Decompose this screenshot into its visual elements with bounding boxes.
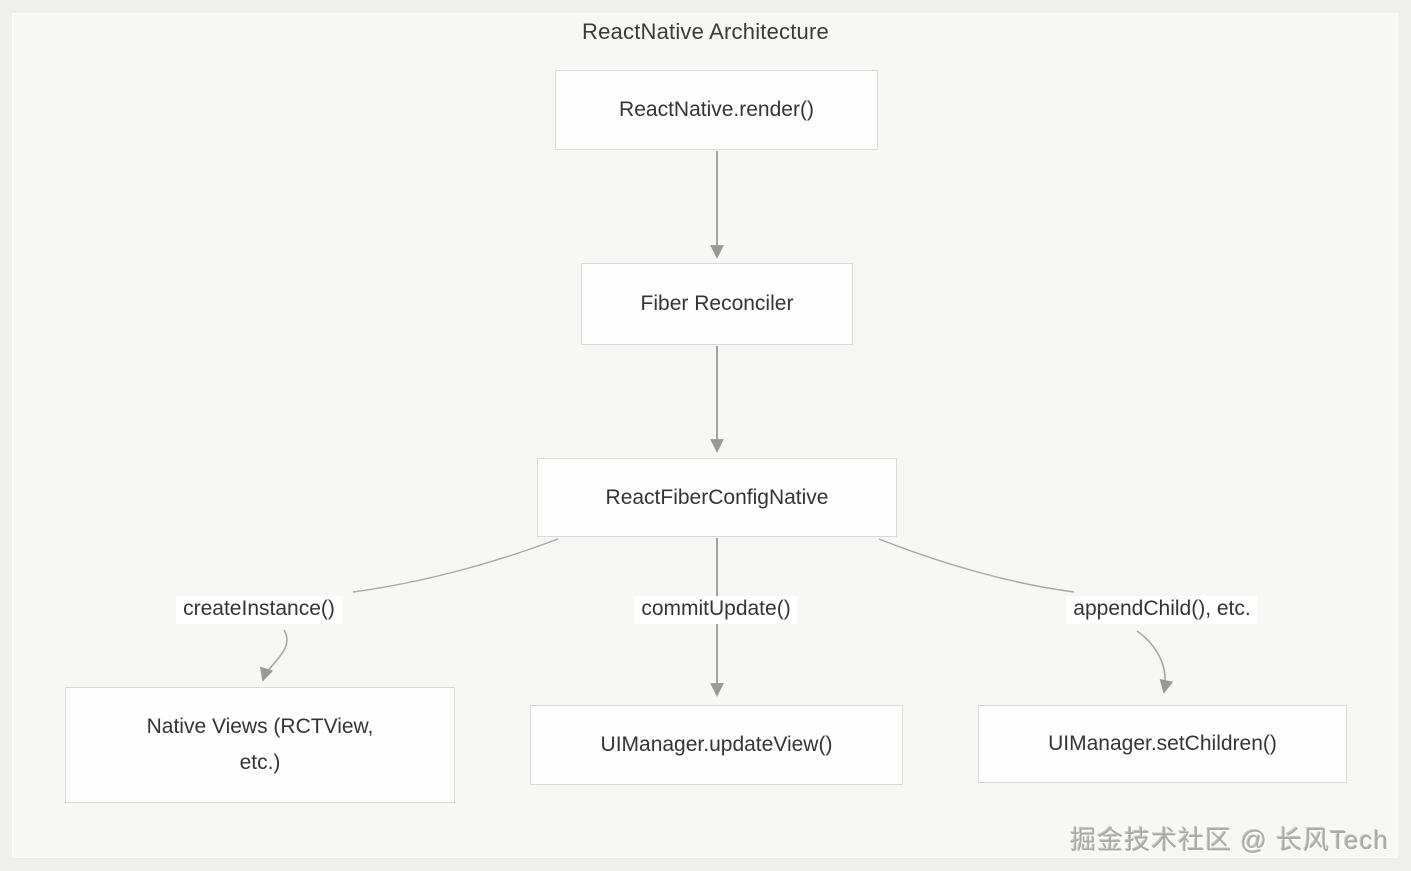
node-fiber-reconciler-label: Fiber Reconciler	[640, 292, 794, 315]
node-uimanager-setchildren: UIManager.setChildren()	[978, 705, 1347, 783]
node-reactfiberconfignative-label: ReactFiberConfigNative	[605, 485, 829, 509]
edge-label-commitupdate: commitUpdate()	[634, 596, 798, 624]
node-reactnative-render-label: ReactNative.render()	[619, 98, 814, 121]
diagram-title: ReactNative Architecture	[582, 19, 829, 44]
node-native-views: Native Views (RCTView, etc.)	[65, 687, 455, 803]
edge-label-createinstance: createInstance()	[176, 596, 342, 624]
edge-label-appendchild: appendChild(), etc.	[1066, 596, 1258, 624]
node-reactnative-render: ReactNative.render()	[555, 70, 878, 150]
node-uimanager-updateview: UIManager.updateView()	[530, 705, 903, 785]
node-reactfiberconfignative: ReactFiberConfigNative	[537, 458, 897, 537]
node-native-views-label: Native Views (RCTView, etc.)	[146, 715, 374, 774]
node-uimanager-updateview-label: UIManager.updateView()	[600, 733, 833, 756]
node-uimanager-setchildren-label: UIManager.setChildren()	[1048, 732, 1277, 755]
node-fiber-reconciler: Fiber Reconciler	[581, 263, 853, 345]
